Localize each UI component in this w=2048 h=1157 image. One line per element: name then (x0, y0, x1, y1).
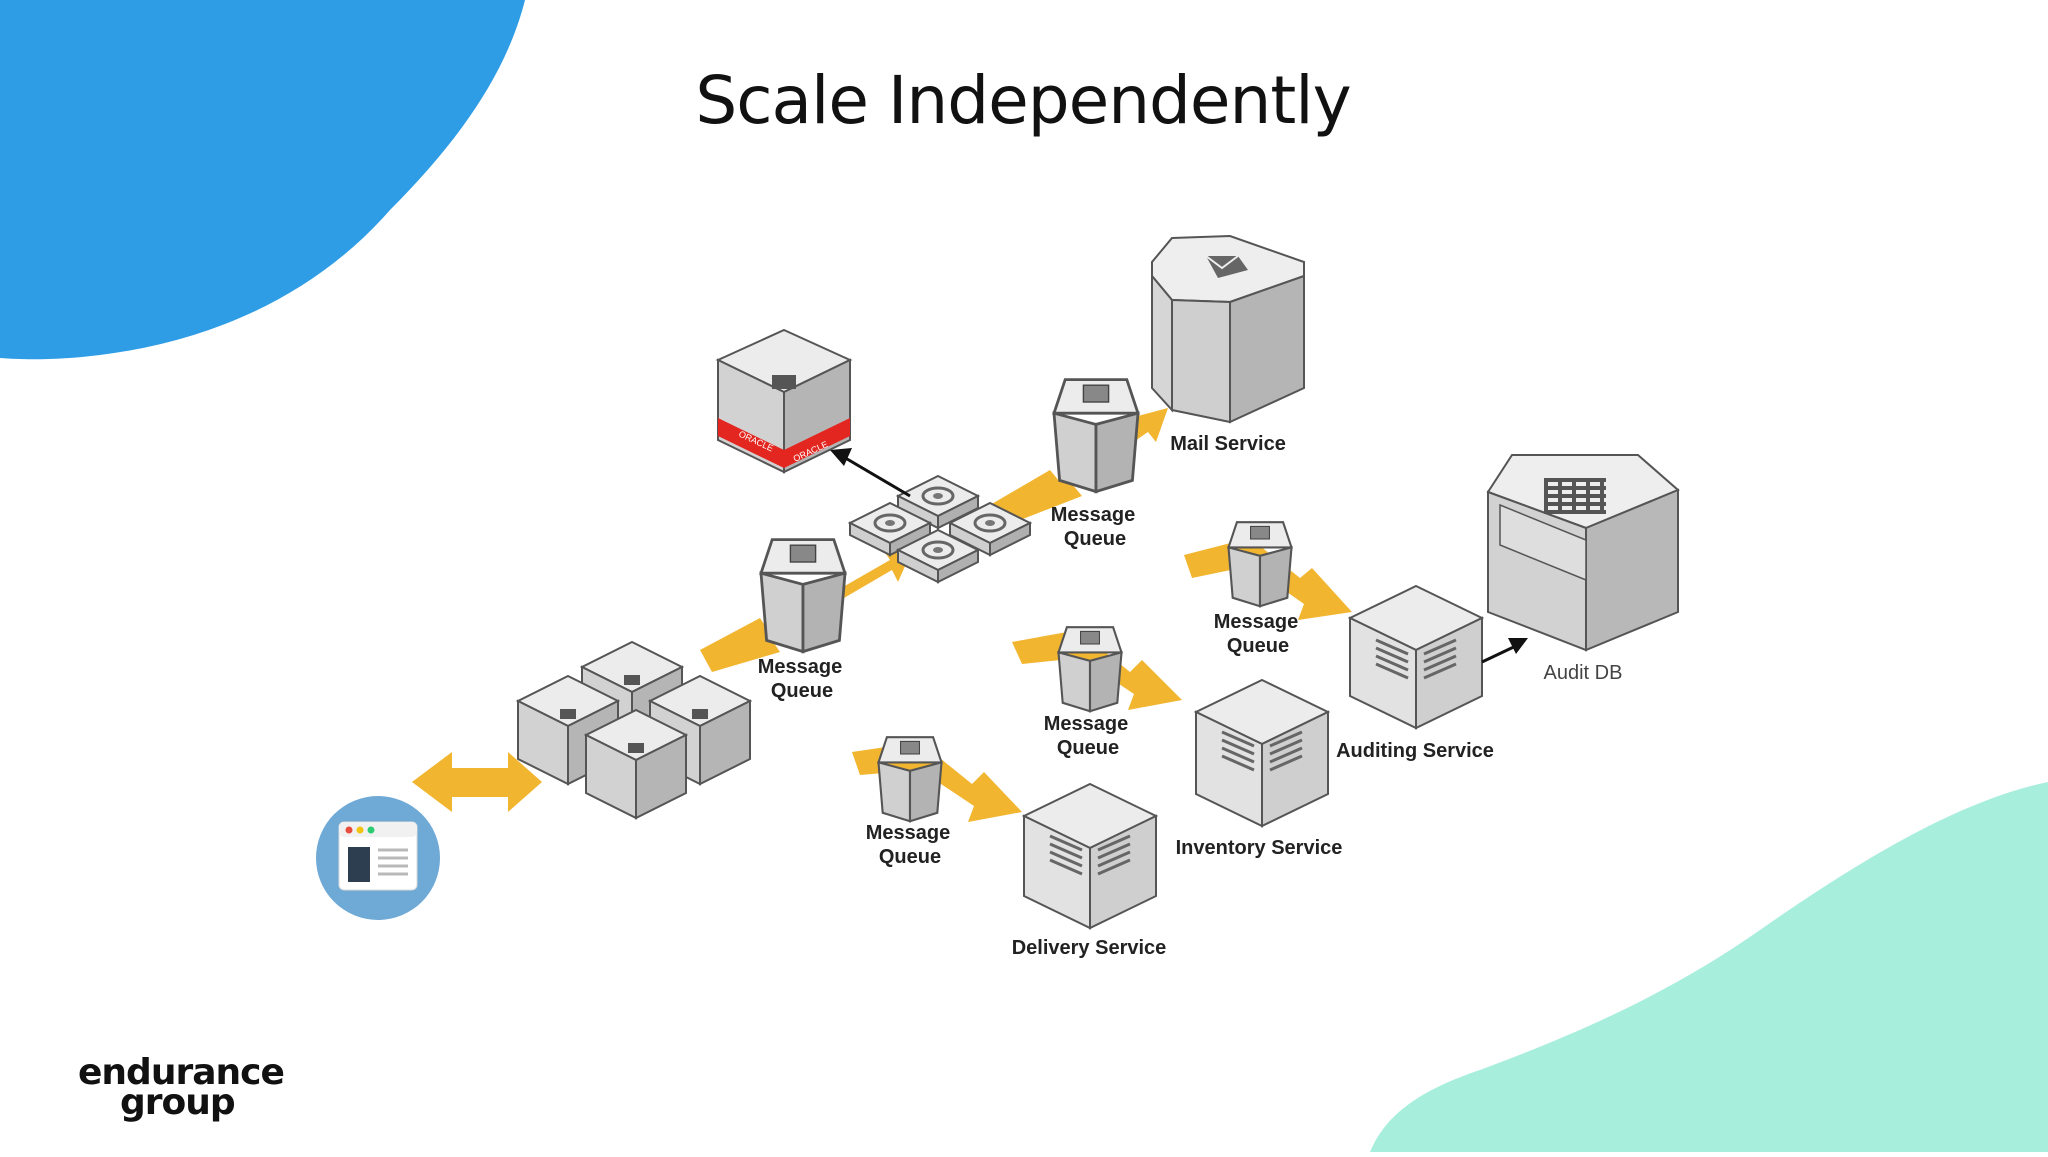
mq-inventory-label-line1: Message (1044, 713, 1129, 735)
blue-blob-shape (0, 0, 525, 360)
delivery-service-server (1021, 782, 1159, 930)
message-queue-audit (1227, 521, 1293, 608)
mq-audit-label-line2: Queue (1227, 635, 1289, 657)
mq-inventory-label-line2: Queue (1057, 737, 1119, 759)
mq-audit-label-line1: Message (1214, 611, 1299, 633)
auditing-service-server (1347, 584, 1485, 730)
audit-db-label: Audit DB (1544, 662, 1623, 684)
mq-main-label-line2: Queue (771, 680, 833, 702)
arrow-to-mail-service (990, 408, 1168, 527)
inventory-service-server (1193, 678, 1331, 828)
logo-line-2: group (120, 1082, 236, 1123)
auditing-to-auditdb-arrowhead (1508, 638, 1528, 654)
frontend-server-cluster (517, 641, 751, 819)
arrow-to-inventory-service (1012, 630, 1182, 710)
mail-service-server (1151, 234, 1305, 424)
mq-mail-label-line1: Message (1051, 504, 1136, 526)
audit-db-server (1486, 454, 1680, 652)
message-queue-delivery (877, 736, 943, 823)
message-queue-inventory (1057, 626, 1123, 713)
mq-main-label-line1: Message (758, 656, 843, 678)
browser-client (316, 796, 440, 920)
arrow-to-auditing-service (1184, 538, 1352, 620)
mq-delivery-label-line1: Message (866, 822, 951, 844)
endurance-group-logo: endurance group (78, 1052, 285, 1123)
slide-title: Scale Independently (0, 62, 2048, 139)
mail-service-label: Mail Service (1170, 433, 1286, 455)
logo-line-1: endurance (78, 1052, 285, 1093)
mq-delivery-label-line2: Queue (879, 846, 941, 868)
worker-gear-cluster (848, 474, 1032, 584)
message-queue-mail (1052, 378, 1140, 494)
mint-blob-shape (1370, 782, 2048, 1152)
oracle-database: ORACLE ORACLE (715, 328, 853, 474)
slide-title-text: Scale Independently (695, 62, 1351, 139)
auditing-service-label: Auditing Service (1336, 740, 1494, 762)
inventory-service-label: Inventory Service (1176, 837, 1343, 859)
worker-to-oracle-arrowhead (830, 448, 852, 466)
message-queue-main (759, 538, 847, 653)
worker-to-oracle-connector (841, 454, 911, 498)
mq-mail-label-line2: Queue (1064, 528, 1126, 550)
client-double-arrow (412, 752, 542, 812)
delivery-service-label: Delivery Service (1012, 937, 1167, 959)
